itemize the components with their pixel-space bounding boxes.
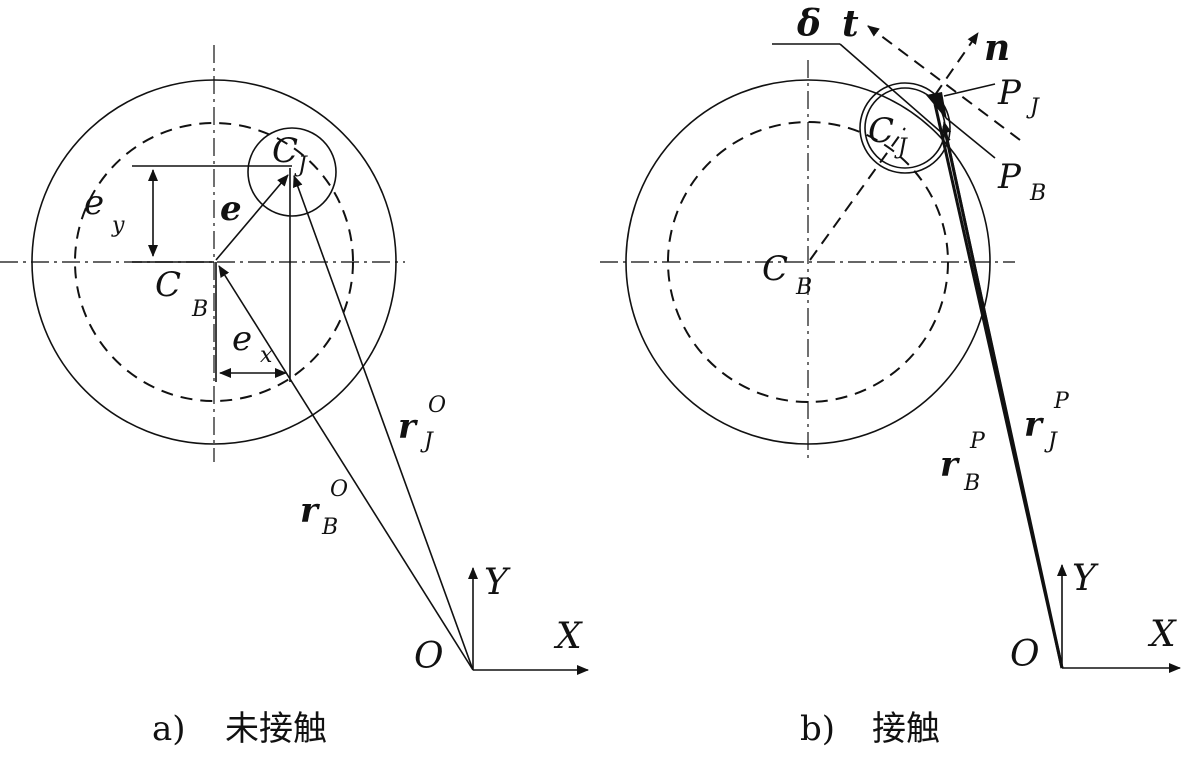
cb-label: C (155, 265, 181, 305)
t-label: t (842, 3, 859, 45)
e-label: e (220, 189, 242, 229)
caption-a-letter: a) (152, 709, 186, 749)
cb-subscript-b: B (795, 275, 812, 300)
n-label: n (984, 27, 1010, 69)
ey-subscript: y (111, 213, 125, 238)
cj-label: C (272, 131, 298, 171)
rj-label-b: r (1024, 405, 1044, 445)
cj-subscript-b: J (894, 135, 908, 160)
rb-label: r (300, 491, 320, 531)
cj-label-b: C (868, 111, 894, 151)
rj-subscript-b: J (1044, 429, 1058, 454)
y-axis-label-b: Y (1072, 558, 1099, 599)
ey-label: e (84, 183, 104, 223)
rb-superscript: O (330, 477, 348, 502)
rj-label: r (398, 407, 418, 447)
caption-a-text: 未接触 (225, 709, 327, 749)
clearance-circle (74, 122, 354, 402)
pj-leader (943, 83, 996, 97)
cj-subscript: J (294, 153, 308, 178)
rb-subscript-b: B (963, 471, 980, 496)
caption-b-text: 接触 (872, 709, 940, 749)
panel-b: δ t n P J P B C J C B r P J r P B O Y X … (600, 3, 1181, 749)
origin-label: O (414, 636, 444, 677)
pj-label: P (997, 73, 1022, 113)
origin-label-b: O (1010, 634, 1040, 675)
tangent-t-arrow (867, 25, 1021, 141)
normal-n-arrow (934, 32, 979, 96)
rB-arrowhead-b (941, 121, 1063, 669)
ex-subscript: x (260, 343, 273, 368)
rb-subscript: B (321, 515, 338, 540)
eccentricity-vector (215, 174, 289, 261)
pb-label: P (997, 157, 1022, 197)
cb-cj-line (809, 127, 906, 261)
rb-superscript-b: P (969, 429, 986, 454)
x-axis-label-b: X (1147, 614, 1177, 655)
rJ-vector (293, 175, 474, 671)
panel-a: C J C B e e y e x r O J r O B O Y X a) 未… (0, 45, 589, 749)
bearing-circle-b (625, 79, 991, 445)
rj-superscript-b: P (1053, 389, 1070, 414)
y-axis-label: Y (484, 562, 511, 603)
rj-subscript: J (420, 429, 434, 454)
journal-circle (247, 127, 337, 217)
cb-subscript: B (191, 297, 208, 322)
cb-label-b: C (762, 249, 788, 289)
pj-subscript: J (1026, 95, 1040, 120)
delta-leader-d (839, 43, 951, 141)
delta-label: δ (796, 3, 821, 45)
rb-label-b: r (940, 445, 960, 485)
pb-subscript: B (1029, 181, 1046, 206)
rj-superscript: O (428, 393, 446, 418)
caption-b-letter: b) (800, 709, 835, 749)
bearing-circle (31, 79, 397, 445)
clearance-circle-b (667, 121, 949, 403)
rB-vector (218, 265, 474, 671)
ex-label: e (232, 319, 252, 359)
pb-leader (945, 117, 996, 159)
x-axis-label: X (553, 616, 583, 657)
